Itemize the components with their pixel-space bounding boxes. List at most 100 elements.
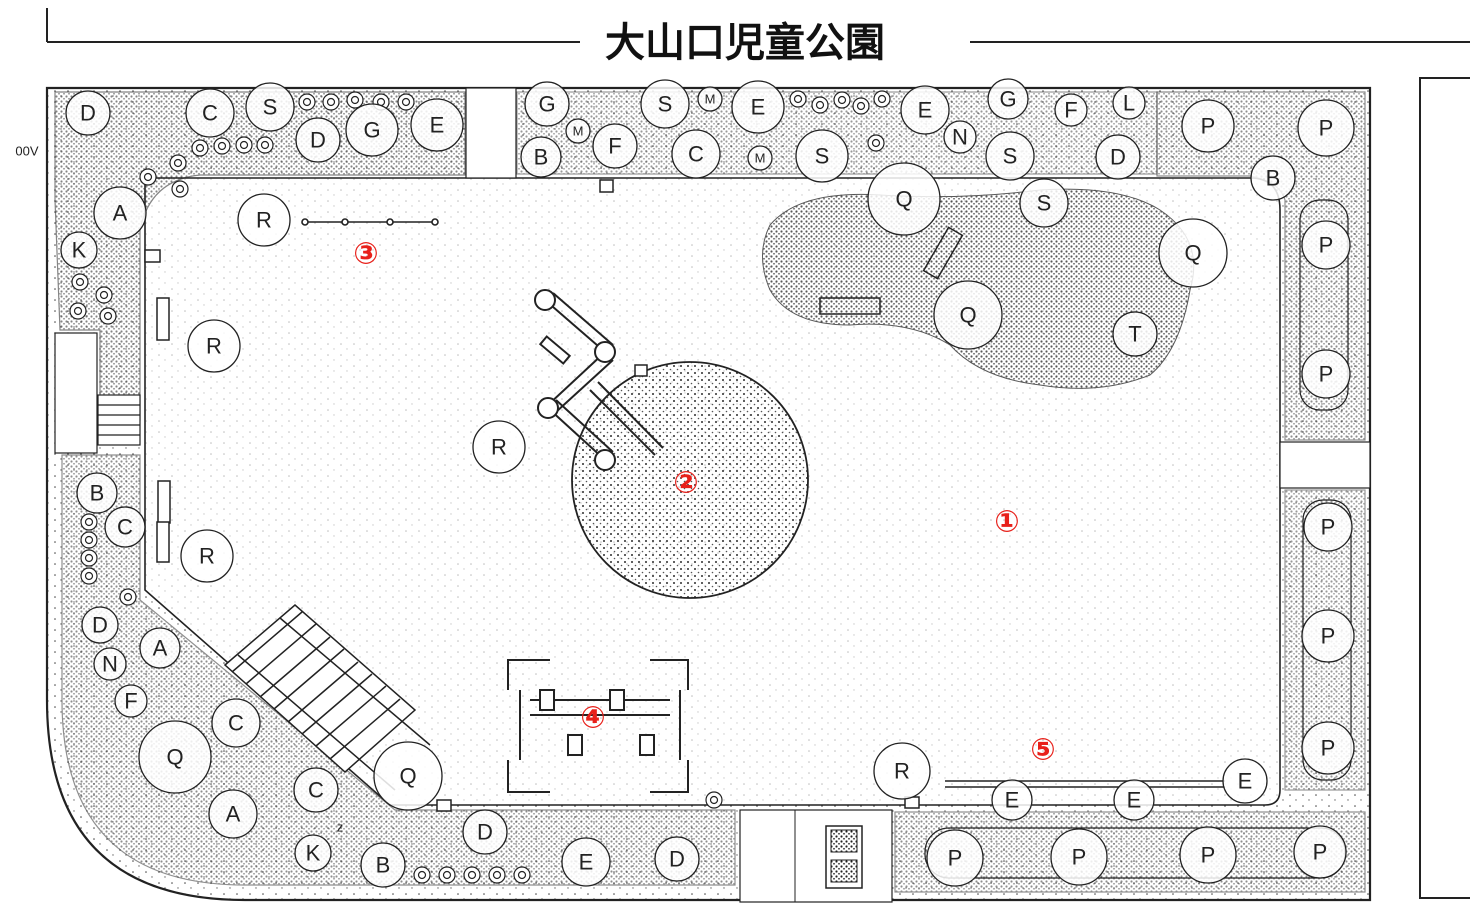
tree-b <box>360 842 406 888</box>
tree-code-label: L <box>1123 91 1135 116</box>
tree-code-label: E <box>579 850 594 875</box>
shrub-dot-center <box>84 571 94 581</box>
tree-code-label: Q <box>1184 241 1201 266</box>
tree-code-label: D <box>477 820 493 845</box>
tree-c <box>293 767 339 813</box>
tree-e <box>410 98 464 152</box>
tree-code-label: B <box>376 853 391 878</box>
tree-b <box>76 472 118 514</box>
tree-code-label: P <box>1201 843 1216 868</box>
shrub-dot-center <box>75 277 85 287</box>
tree-f <box>592 123 638 169</box>
tree-r <box>472 420 526 474</box>
tree-code-label: D <box>1110 145 1126 170</box>
tree-b <box>520 136 562 178</box>
tree-b <box>1250 155 1296 201</box>
tree-code-label: P <box>1319 362 1334 387</box>
tree-k <box>294 834 332 872</box>
tree-t <box>1112 311 1158 357</box>
tree-code-label: Q <box>399 764 416 789</box>
tree-c <box>185 88 235 138</box>
tree-s <box>1019 178 1069 228</box>
shrub-dot-center <box>239 140 249 150</box>
park-title: 大山口児童公園 <box>605 20 885 66</box>
shrub-dot-center <box>103 311 113 321</box>
shrub-dot-center <box>517 870 527 880</box>
tree-e <box>900 85 950 135</box>
title-bar: 大山口児童公園 <box>46 8 1470 66</box>
tree-q <box>138 720 212 794</box>
table-bench-set <box>507 659 689 793</box>
area-1-label: ① <box>994 505 1019 540</box>
tree-r <box>180 529 234 583</box>
tree-code-label: S <box>815 144 830 169</box>
tree-r <box>873 742 931 800</box>
tree-code-label: P <box>1321 736 1336 761</box>
tree-code-label: G <box>538 92 555 117</box>
tree-p <box>1297 99 1355 157</box>
tree-code-label: F <box>124 689 137 714</box>
tree-code-label: T <box>1128 322 1141 347</box>
tree-code-label: B <box>90 481 105 506</box>
shrub-dot-center <box>442 870 452 880</box>
shrub-dot-center <box>123 592 133 602</box>
tree-code-label: R <box>491 435 507 460</box>
shrub-dot-center <box>84 517 94 527</box>
tree-code-label: G <box>363 118 380 143</box>
tree-code-label: B <box>534 145 549 170</box>
area-4-label: ④ <box>580 701 605 736</box>
tree-p <box>1303 502 1353 552</box>
tree-code-label: K <box>306 841 321 866</box>
tree-code-label: Q <box>895 187 912 212</box>
tree-code-label: R <box>256 208 272 233</box>
shrub-dot-center <box>837 95 847 105</box>
tree-a <box>139 627 181 669</box>
tree-code-label: F <box>1064 98 1077 123</box>
tree-code-label: C <box>688 142 704 167</box>
tree-code-label: A <box>153 636 168 661</box>
tree-g <box>987 78 1029 120</box>
tree-code-label: R <box>894 759 910 784</box>
tree-f <box>114 684 148 718</box>
tree-d <box>65 90 111 136</box>
shrub-dot-center <box>417 870 427 880</box>
tree-code-label: D <box>80 101 96 126</box>
tree-p <box>1179 826 1237 884</box>
tree-c <box>671 129 721 179</box>
shrub-dot-center <box>401 97 411 107</box>
tree-l <box>1112 86 1146 120</box>
tree-g <box>524 81 570 127</box>
tree-s <box>245 82 295 132</box>
tree-code-label: E <box>918 98 933 123</box>
tree-r <box>187 319 241 373</box>
tree-p <box>1181 99 1235 153</box>
tree-code-label: P <box>1319 233 1334 258</box>
tree-code-label: E <box>1005 788 1020 813</box>
tree-n <box>943 120 977 154</box>
tree-code-label: F <box>608 134 621 159</box>
tree-code-label: B <box>1266 166 1281 191</box>
tree-code-label: P <box>1313 840 1328 865</box>
shrub-dot-center <box>871 138 881 148</box>
tree-code-label: S <box>1037 191 1052 216</box>
tree-e <box>561 837 611 887</box>
tree-code-label: N <box>102 652 118 677</box>
tree-p <box>1301 349 1351 399</box>
tree-c <box>211 698 261 748</box>
tree-p <box>1301 220 1351 270</box>
pergola-mark: z <box>337 820 344 835</box>
shrub-dot-center <box>467 870 477 880</box>
tree-code-label: C <box>202 101 218 126</box>
tree-d <box>654 836 700 882</box>
tree-r <box>237 193 291 247</box>
tree-code-label: R <box>206 334 222 359</box>
shrub-symbols <box>69 90 891 884</box>
tree-code-label: A <box>113 201 128 226</box>
tree-p <box>1301 721 1355 775</box>
shrub-dot-center <box>492 870 502 880</box>
tree-f <box>1054 93 1088 127</box>
tree-code-label: Q <box>959 303 976 328</box>
tree-a <box>93 186 147 240</box>
